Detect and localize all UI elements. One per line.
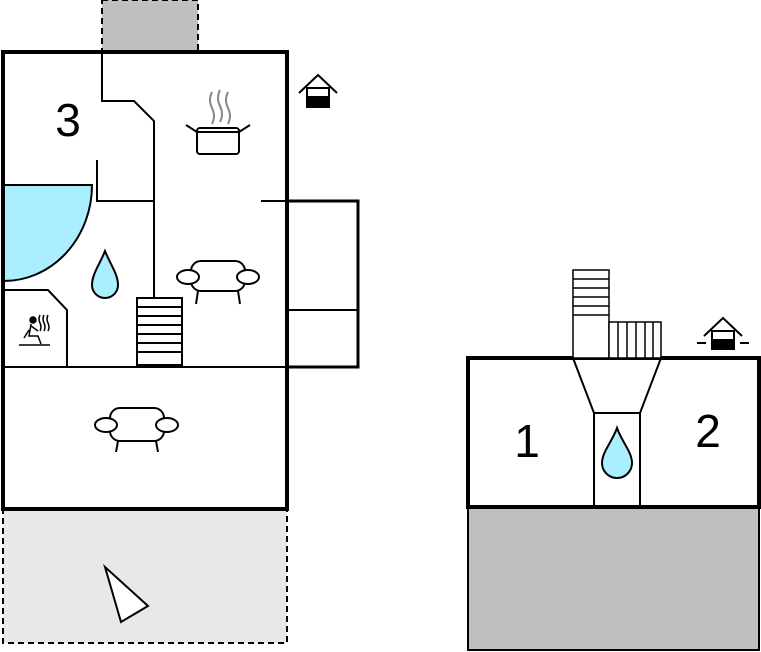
interior-walls (3, 52, 287, 368)
sofa-icon (176, 260, 260, 305)
staircase-icon (608, 321, 662, 359)
sofa-icon (94, 407, 179, 453)
water-drop-icon (90, 248, 120, 299)
side-annex (287, 199, 360, 369)
room-label: 3 (55, 94, 81, 146)
interior-walls (572, 357, 662, 507)
compass-north-icon (103, 563, 150, 624)
terrace-area (2, 509, 288, 644)
house-entrance-icon (697, 316, 749, 350)
pool-area (3, 184, 94, 283)
chimney-block (101, 0, 199, 52)
outer-wall (1, 50, 289, 511)
right-floor-plan: 1 2 (466, 269, 761, 651)
room-label: 2 (695, 405, 721, 457)
staircase-icon (572, 269, 610, 359)
water-drop-icon (600, 425, 634, 479)
grey-area (467, 506, 760, 651)
left-floor-plan: 3 (1, 0, 360, 644)
sauna-icon (19, 314, 50, 346)
staircase-icon (136, 297, 183, 366)
house-entrance-icon (298, 73, 338, 108)
room-label: 1 (514, 415, 540, 467)
cooking-pot-icon (185, 89, 251, 155)
